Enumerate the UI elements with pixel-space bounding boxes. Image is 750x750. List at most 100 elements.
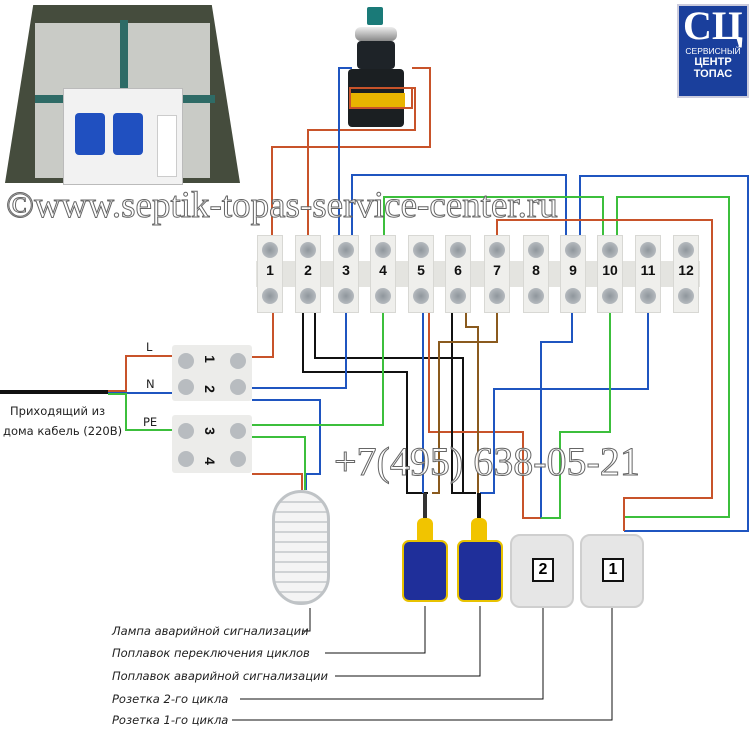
terminal-screw xyxy=(375,288,391,304)
wire-4-input xyxy=(252,313,384,426)
terminal-number: 2 xyxy=(304,262,312,278)
terminal-screw xyxy=(640,242,656,258)
terminal-7: 7 xyxy=(484,235,510,313)
float-alarm-head xyxy=(471,518,487,542)
wire-input-lamp-pe xyxy=(252,436,306,490)
label-pe: PE xyxy=(143,415,158,429)
input-terminal-block: 1 2 3 4 xyxy=(172,345,252,473)
logo-line3: ТОПАС xyxy=(693,68,733,80)
wire-switch-3 xyxy=(338,67,352,237)
terminal-1: 1 xyxy=(257,235,283,313)
leader-float-cycles xyxy=(325,606,426,654)
terminal-number: 12 xyxy=(678,262,694,278)
wire-input-lamp-n xyxy=(252,399,321,490)
terminal-screw xyxy=(413,288,429,304)
terminal-10: 10 xyxy=(597,235,623,313)
terminal-screw xyxy=(300,288,316,304)
wire-9-socket2 xyxy=(540,313,573,518)
terminal-number: 5 xyxy=(417,262,425,278)
terminal-screw xyxy=(640,288,656,304)
terminal-3: 3 xyxy=(333,235,359,313)
wire-10-socket1 xyxy=(616,196,730,518)
incoming-cable-label-1: Приходящий из xyxy=(10,404,106,418)
label-l: L xyxy=(146,340,153,354)
leader-socket1 xyxy=(232,608,613,721)
logo-line1: СЕРВИСНЫЙ xyxy=(685,46,741,56)
socket-2-number: 2 xyxy=(532,558,554,582)
wire-2b-float2 xyxy=(314,313,476,494)
terminal-6: 6 xyxy=(445,235,471,313)
service-center-logo: СЦ СЕРВИСНЫЙ ЦЕНТР ТОПАС xyxy=(677,4,749,98)
terminal-screw xyxy=(678,242,694,258)
terminal-number: 7 xyxy=(493,262,501,278)
terminal-number: 8 xyxy=(532,262,540,278)
wire-switch-1 xyxy=(271,67,431,237)
terminal-screw xyxy=(262,288,278,304)
wire-1-input xyxy=(252,313,274,358)
float-switch-cycles xyxy=(402,540,448,602)
wire-switch-2 xyxy=(307,87,416,237)
logo-line2: ЦЕНТР xyxy=(694,56,732,68)
leader-lamp xyxy=(302,608,311,632)
incoming-cable-label-2: дома кабель (220В) xyxy=(3,424,123,438)
terminal-screw xyxy=(489,288,505,304)
terminal-screw xyxy=(565,242,581,258)
terminal-screw xyxy=(489,242,505,258)
socket-cycle-2: 2 xyxy=(510,534,574,608)
wire-6-float2 xyxy=(451,313,465,494)
terminal-number: 1 xyxy=(266,262,274,278)
terminal-5: 5 xyxy=(408,235,434,313)
terminal-2: 2 xyxy=(295,235,321,313)
wire-input-lamp-l xyxy=(252,473,303,490)
alarm-lamp xyxy=(272,490,330,605)
float-switch-alarm xyxy=(457,540,503,602)
wire-7-float1 xyxy=(432,313,498,494)
terminal-screw xyxy=(678,288,694,304)
wire-pe-in xyxy=(108,393,175,431)
terminal-screw xyxy=(450,242,466,258)
legend-float-cycles: Поплавок переключения циклов xyxy=(112,646,310,660)
input-terminal-2: 2 xyxy=(201,385,218,393)
terminal-12: 12 xyxy=(673,235,699,313)
wire-2a-float1 xyxy=(302,313,428,494)
watermark-phone: +7(495) 638-05-21 xyxy=(334,439,641,484)
legend-lamp: Лампа аварийной сигнализации xyxy=(112,624,309,638)
wire-6-brown xyxy=(465,313,479,493)
terminal-screw xyxy=(528,242,544,258)
input-terminal-3: 3 xyxy=(201,427,218,435)
terminal-9: 9 xyxy=(560,235,586,313)
terminal-screw xyxy=(565,288,581,304)
terminal-screw xyxy=(413,242,429,258)
logo-monogram: СЦ xyxy=(683,3,743,48)
float-cycles-head xyxy=(417,518,433,542)
terminal-11: 11 xyxy=(635,235,661,313)
terminal-4: 4 xyxy=(370,235,396,313)
input-terminal-1: 1 xyxy=(201,355,218,363)
terminal-number: 4 xyxy=(379,262,387,278)
terminal-screw xyxy=(602,288,618,304)
terminal-screw xyxy=(375,242,391,258)
terminal-screw xyxy=(450,288,466,304)
terminal-screw xyxy=(528,288,544,304)
label-n: N xyxy=(146,377,155,391)
input-terminal-4: 4 xyxy=(201,457,218,465)
wire-l-in xyxy=(108,355,175,392)
leader-float-alarm xyxy=(335,606,481,677)
terminal-number: 10 xyxy=(602,262,618,278)
watermark-site: ©www.septik-topas-service-center.ru xyxy=(6,185,559,226)
terminal-number: 3 xyxy=(342,262,350,278)
terminal-8: 8 xyxy=(523,235,549,313)
legend-float-alarm: Поплавок аварийной сигнализации xyxy=(112,669,328,683)
terminal-number: 9 xyxy=(569,262,577,278)
terminal-number: 11 xyxy=(640,262,656,278)
terminal-screw xyxy=(262,242,278,258)
terminal-screw xyxy=(338,242,354,258)
wire-3-9 xyxy=(351,174,567,237)
socket-cycle-1: 1 xyxy=(580,534,644,608)
wire-10-socket2 xyxy=(541,313,611,519)
terminal-screw xyxy=(602,242,618,258)
septic-tank-photo xyxy=(5,5,240,185)
wire-7-socket1 xyxy=(496,219,713,531)
